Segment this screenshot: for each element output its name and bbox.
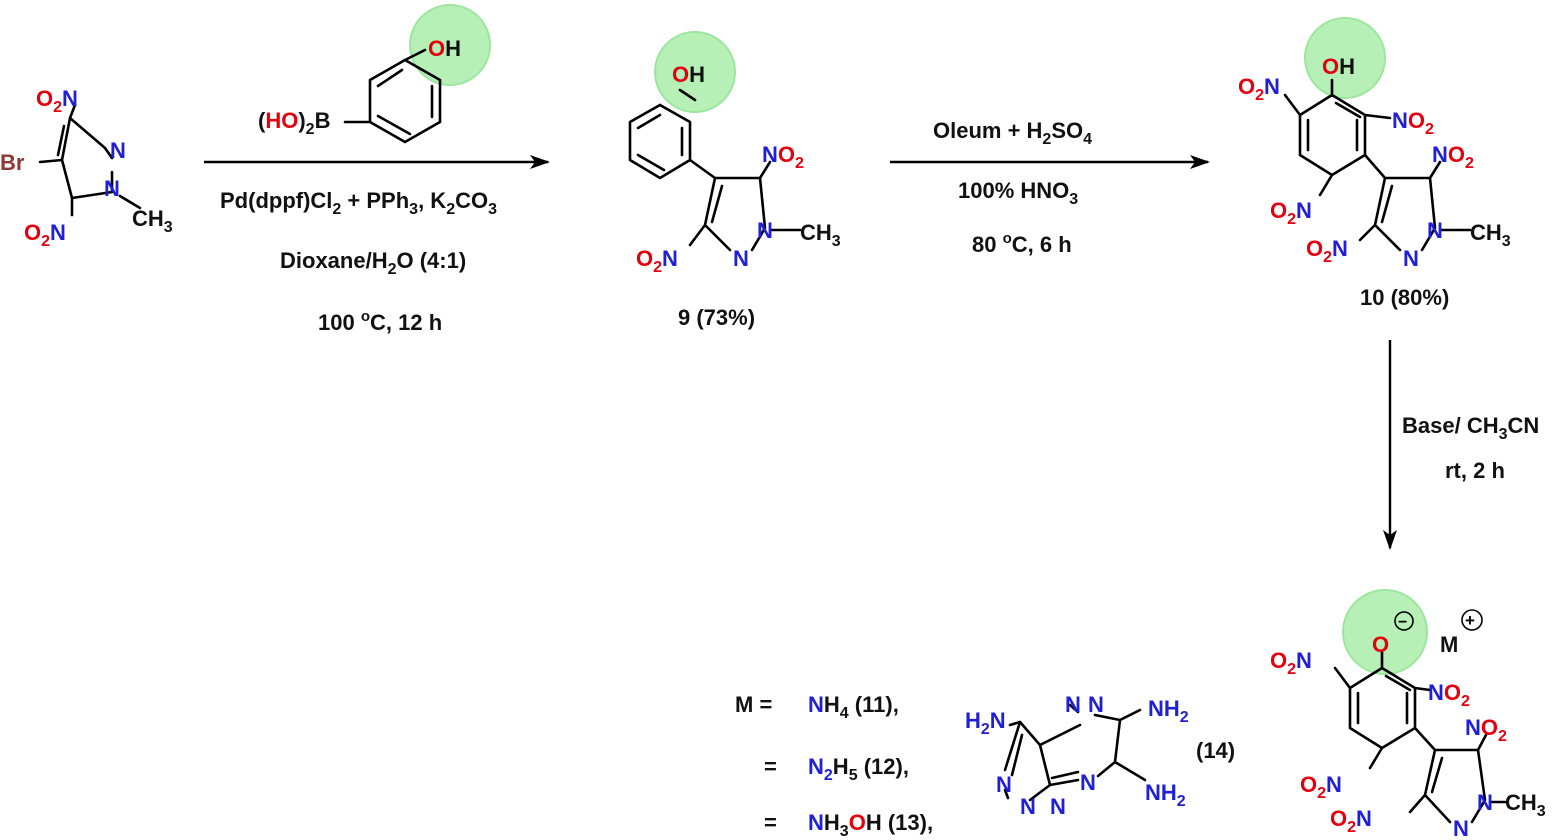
n2-atom: N [1403, 246, 1419, 271]
hydrazinium-salt: N2H5 (12), [808, 754, 909, 784]
hydroxyl-highlight [1304, 17, 1386, 99]
step3-base: Base/ CH3CN [1402, 413, 1539, 443]
no2-pyrazole-right: NO2 [1432, 142, 1474, 172]
no2-left: O2N [636, 246, 678, 276]
negative-charge [1394, 611, 1414, 631]
step2-reagent: Oleum + H2SO4 [933, 118, 1092, 148]
n2-atom: N [733, 246, 749, 271]
negative-charge-sign: − [1398, 614, 1407, 631]
equals-sign-12: = [764, 754, 777, 779]
step2-temperature: 80 oC, 6 h [972, 230, 1072, 257]
ch3-group: CH3 [132, 206, 173, 236]
ring-n-bottom-left: N [1020, 794, 1036, 819]
equals-sign-13: = [764, 810, 777, 835]
step1-catalyst: Pd(dppf)Cl2 + PPh3, K2CO3 [220, 188, 497, 218]
step1-temperature: 100 oC, 12 h [318, 308, 442, 335]
ring-n-bridge: N [1065, 692, 1081, 717]
b-oh2-group: (HO)2B [258, 108, 330, 138]
step1-solvent: Dioxane/H2O (4:1) [280, 248, 466, 278]
compound-9: OH NO2 N N CH3 O2N 9 (73%) [628, 31, 841, 330]
n1-atom: N [1477, 790, 1493, 815]
m-equals-label: M = [735, 692, 772, 717]
boronic-acid: OH (HO)2B [258, 4, 491, 144]
oh-group: OH [672, 62, 705, 87]
no2-pyrazole-right: NO2 [1465, 715, 1507, 745]
compound-9-label: 9 (73%) [678, 305, 755, 330]
ring-n-left: N [996, 772, 1012, 797]
ring-n-top: N [1088, 692, 1104, 717]
phenolate-highlight [1342, 589, 1428, 675]
ch3-group: CH3 [800, 220, 841, 250]
triazolotriazole-cation: H2N N N NH2 N N N N NH2 (14) [965, 692, 1235, 819]
no2-top-left: O2N [1238, 74, 1280, 104]
amino-left: H2N [965, 708, 1006, 738]
ring-n-right: N [1080, 770, 1096, 795]
ch3-group: CH3 [1470, 220, 1511, 250]
compound-10: OH O2N NO2 NO2 O2N N N CH3 O2N 10 (80%) [1238, 17, 1511, 310]
oh-group: OH [1322, 54, 1355, 79]
step3-time: rt, 2 h [1445, 458, 1505, 483]
no2-top-right: NO2 [1392, 108, 1434, 138]
n-amino: NH2 [1145, 780, 1186, 810]
salt-product: O − M + O2N NO2 NO2 O2N N N CH3 O2N [1270, 589, 1546, 840]
no2-top: O2N [36, 86, 78, 116]
amino-right: NH2 [1148, 696, 1189, 726]
n1-atom: N [104, 176, 120, 201]
cation-list: M = NH4 (11), = N2H5 (12), = NH3OH (13), [735, 692, 933, 840]
no2-top-left: O2N [1270, 648, 1312, 678]
compound-10-label: 10 (80%) [1360, 285, 1449, 310]
n1-atom: N [1427, 218, 1443, 243]
starting-pyrazole: Br N N CH3 O2N O2N [0, 86, 173, 250]
hydroxylammonium-salt: NH3OH (13), [808, 810, 933, 840]
n2-atom: N [1453, 816, 1469, 840]
ring-n-bottom-right: N [1050, 794, 1066, 819]
phenolate-oxygen: O [1372, 632, 1389, 657]
counter-cation: M [1440, 632, 1458, 657]
no2-top-right: NO2 [1428, 680, 1470, 710]
ch3-group: CH3 [1505, 790, 1546, 820]
n1-atom: N [757, 218, 773, 243]
positive-charge [1461, 609, 1483, 631]
n2-atom: N [110, 138, 126, 163]
step2-acid: 100% HNO3 [958, 178, 1078, 208]
no2-right: NO2 [762, 142, 804, 172]
no2-pyrazole-left: O2N [1306, 236, 1348, 266]
no2-bottom: O2N [24, 220, 66, 250]
ammonium-salt: NH4 (11), [808, 692, 899, 722]
positive-charge-sign: + [1465, 611, 1475, 630]
br-atom: Br [0, 150, 25, 175]
no2-bottom-left: O2N [1270, 198, 1312, 228]
hydroxyl-highlight [409, 4, 491, 86]
oh-group: OH [428, 36, 461, 61]
no2-pyrazole-left: O2N [1330, 806, 1372, 836]
no2-bottom-left: O2N [1300, 772, 1342, 802]
compound-14-label: (14) [1196, 738, 1235, 763]
hydroxyl-highlight [654, 31, 736, 113]
